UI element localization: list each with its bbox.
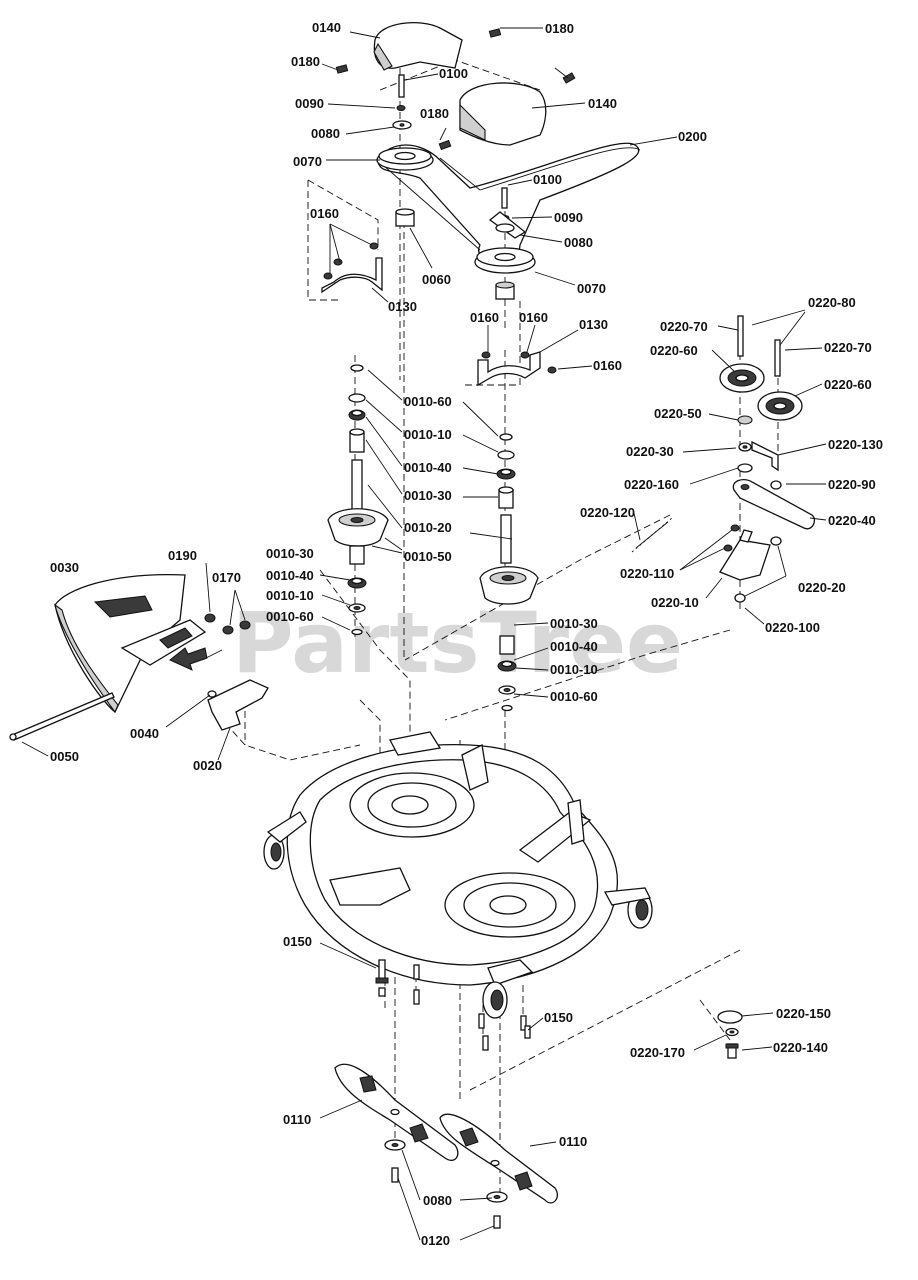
label-0160: 0160 [310, 206, 339, 221]
leader-lines [21, 27, 827, 1241]
label-0010-30: 0010-30 [550, 616, 598, 631]
label-0120: 0120 [421, 1233, 450, 1248]
label-0220-90: 0220-90 [828, 477, 876, 492]
label-0040: 0040 [130, 726, 159, 741]
label-0220-80: 0220-80 [808, 295, 856, 310]
mower-deck [263, 731, 653, 1019]
label-0010-10: 0010-10 [266, 588, 314, 603]
label-0010-20: 0010-20 [404, 520, 452, 535]
label-0160: 0160 [470, 310, 499, 325]
label-0090: 0090 [295, 96, 324, 111]
label-0080: 0080 [423, 1193, 452, 1208]
label-0220-70: 0220-70 [824, 340, 872, 355]
label-0010-10: 0010-10 [550, 662, 598, 677]
label-0180: 0180 [545, 21, 574, 36]
label-0220-110: 0220-110 [620, 566, 674, 581]
label-0070: 0070 [293, 154, 322, 169]
label-0180: 0180 [291, 54, 320, 69]
label-0110: 0110 [559, 1134, 587, 1149]
label-0220-150: 0220-150 [776, 1006, 831, 1021]
belt-cover-left [373, 22, 463, 71]
label-0220-140: 0220-140 [773, 1040, 828, 1055]
label-0220-60: 0220-60 [650, 343, 698, 358]
label-0220-50: 0220-50 [654, 406, 702, 421]
label-0190: 0190 [168, 548, 197, 563]
label-0220-160: 0220-160 [624, 477, 679, 492]
label-0130: 0130 [579, 317, 608, 332]
label-0010-40: 0010-40 [404, 460, 452, 475]
label-0060: 0060 [422, 272, 451, 287]
label-0090: 0090 [554, 210, 583, 225]
label-0100: 0100 [439, 66, 468, 81]
label-0110: 0110 [283, 1112, 311, 1127]
label-0220-100: 0220-100 [765, 620, 820, 635]
drive-belt [377, 142, 641, 261]
label-0150: 0150 [283, 934, 312, 949]
label-0010-50: 0010-50 [404, 549, 452, 564]
label-0010-60: 0010-60 [266, 609, 314, 624]
label-0220-70: 0220-70 [660, 319, 708, 334]
label-0220-40: 0220-40 [828, 513, 876, 528]
label-0160: 0160 [593, 358, 622, 373]
label-0010-40: 0010-40 [550, 639, 598, 654]
label-0030: 0030 [50, 560, 79, 575]
label-0220-20: 0220-20 [798, 580, 846, 595]
label-0140: 0140 [588, 96, 617, 111]
idler-spring [631, 517, 673, 553]
label-0010-30: 0010-30 [404, 488, 452, 503]
label-0220-120: 0220-120 [580, 505, 635, 520]
label-0100: 0100 [533, 172, 562, 187]
label-0140: 0140 [312, 20, 341, 35]
label-0080: 0080 [311, 126, 340, 141]
right-spindle-stack [474, 187, 557, 712]
label-0220-10: 0220-10 [651, 595, 699, 610]
idler-assembly [631, 315, 816, 603]
belt-cover-right [459, 82, 547, 146]
idler-hardware [717, 1010, 743, 1059]
label-0180: 0180 [420, 106, 449, 121]
label-0200: 0200 [678, 129, 707, 144]
label-0170: 0170 [212, 570, 241, 585]
discharge-chute [9, 574, 269, 741]
label-0010-30: 0010-30 [266, 546, 314, 561]
watermark: PartsTree [232, 594, 683, 692]
label-0080: 0080 [564, 235, 593, 250]
deck-bolts [375, 959, 531, 1051]
label-0220-30: 0220-30 [626, 444, 674, 459]
label-0010-60: 0010-60 [550, 689, 598, 704]
part-labels: 0140 0180 0180 0100 0090 0180 0140 0080 … [50, 20, 883, 1248]
cover-screws [335, 28, 576, 151]
left-spindle-stack [321, 74, 434, 636]
label-0160: 0160 [519, 310, 548, 325]
label-0220-60: 0220-60 [824, 377, 872, 392]
label-0070: 0070 [577, 281, 606, 296]
label-0220-170: 0220-170 [630, 1045, 685, 1060]
label-0010-40: 0010-40 [266, 568, 314, 583]
label-0010-10: 0010-10 [404, 427, 452, 442]
label-0150: 0150 [544, 1010, 573, 1025]
label-0050: 0050 [50, 749, 79, 764]
label-0220-130: 0220-130 [828, 437, 883, 452]
label-0020: 0020 [193, 758, 222, 773]
label-0010-60: 0010-60 [404, 394, 452, 409]
blades [334, 1063, 559, 1229]
label-0130: 0130 [388, 299, 417, 314]
